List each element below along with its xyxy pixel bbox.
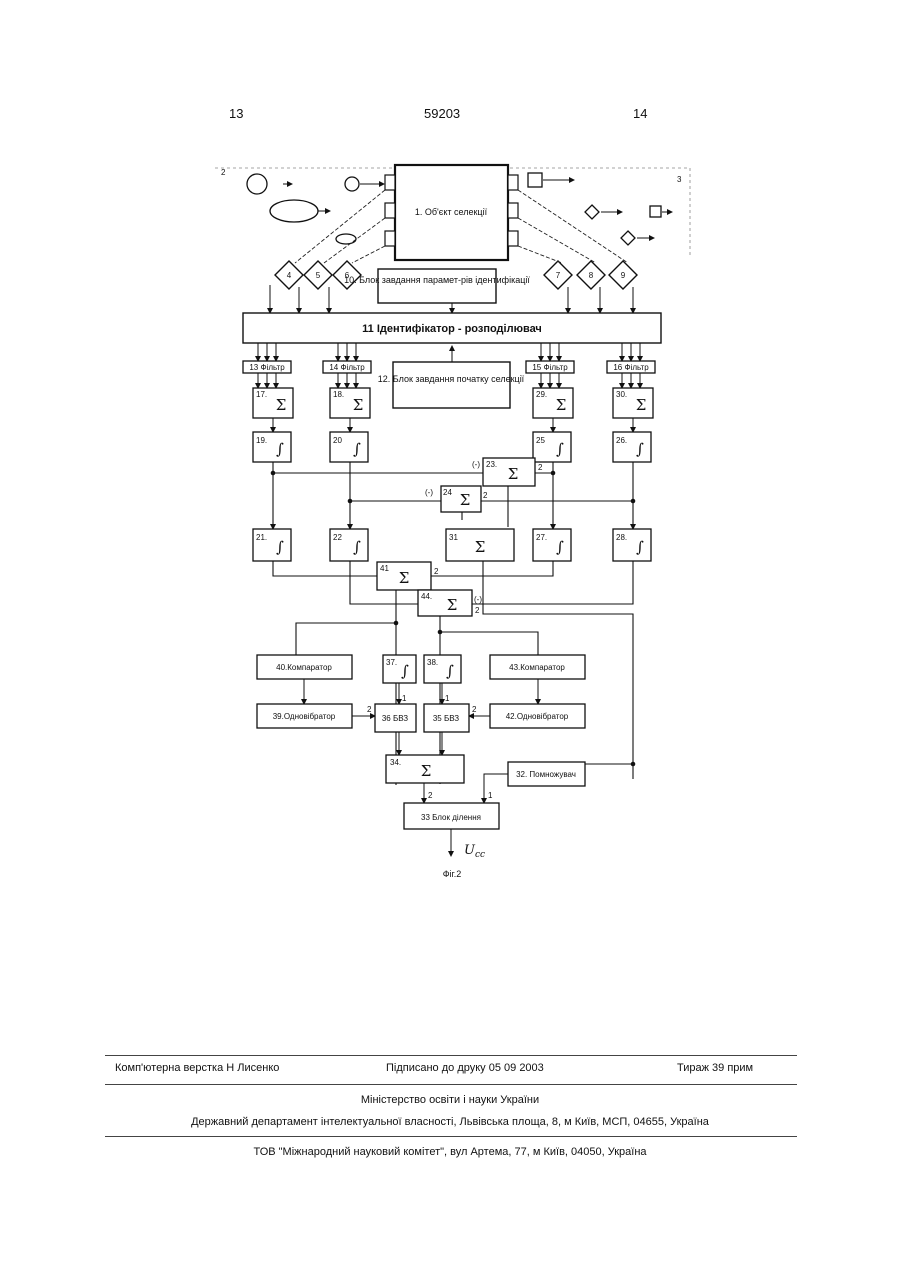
footer-company: ТОВ "Міжнародний науковий комітет", вул … — [0, 1146, 900, 1158]
footer-department: Державний департамент інтелектуальної вл… — [0, 1116, 900, 1128]
svg-text:18.: 18. — [333, 390, 344, 399]
svg-text:(-): (-) — [474, 595, 482, 604]
svg-text:Σ: Σ — [399, 569, 410, 587]
svg-text:Σ: Σ — [460, 491, 471, 509]
svg-text:2: 2 — [428, 791, 433, 800]
svg-text:33 Блок ділення: 33 Блок ділення — [421, 813, 481, 822]
block-diagram: 2 3 1. Об'єкт селекції 4 5 6 7 8 9 — [0, 0, 900, 900]
svg-text:27.: 27. — [536, 533, 547, 542]
svg-text:29.: 29. — [536, 390, 547, 399]
svg-text:4: 4 — [287, 271, 292, 280]
footer-rule-top — [105, 1055, 797, 1056]
footer-layout-credit: Комп'ютерна верстка Н Лисенко — [115, 1062, 279, 1074]
selection-start-block: 12. Блок завдання початку селекції — [378, 362, 525, 408]
svg-text:22: 22 — [333, 533, 342, 542]
svg-text:28.: 28. — [616, 533, 627, 542]
svg-text:21.: 21. — [256, 533, 267, 542]
svg-text:Σ: Σ — [353, 396, 364, 414]
svg-text:39.Одновібратор: 39.Одновібратор — [273, 712, 336, 721]
svg-text:13 Фільтр: 13 Фільтр — [249, 363, 285, 372]
multiplier-32: 32. Помножувач — [508, 762, 585, 786]
footer-print-run: Тираж 39 прим — [677, 1062, 753, 1074]
svg-text:44.: 44. — [421, 592, 432, 601]
summator-34: 34. Σ — [386, 755, 464, 783]
svg-text:∫: ∫ — [353, 440, 361, 458]
svg-text:∫: ∫ — [401, 662, 409, 680]
svg-text:2: 2 — [367, 705, 372, 714]
svg-text:Σ: Σ — [447, 596, 458, 614]
svg-text:25: 25 — [536, 436, 545, 445]
svg-text:1. Об'єкт селекції: 1. Об'єкт селекції — [415, 207, 488, 217]
svg-text:1: 1 — [402, 694, 407, 703]
identification-parameters-block: 10. Блок завдання парамет-рів ідентифіка… — [344, 269, 530, 303]
svg-text:2: 2 — [538, 463, 543, 472]
svg-text:16 Фільтр: 16 Фільтр — [613, 363, 649, 372]
identifier-distributor-block: 11 Ідентифікатор - розподілювач — [243, 313, 661, 343]
svg-text:(-): (-) — [425, 488, 433, 497]
svg-text:9: 9 — [621, 271, 626, 280]
figure-caption: Фіг.2 — [443, 869, 462, 879]
svg-text:41: 41 — [380, 564, 389, 573]
footer-ministry: Міністерство освіти і науки України — [0, 1094, 900, 1106]
svg-text:1: 1 — [445, 694, 450, 703]
footer-rule-bottom — [105, 1136, 797, 1137]
svg-text:42.Одновібратор: 42.Одновібратор — [506, 712, 569, 721]
svg-text:∫: ∫ — [556, 538, 564, 556]
svg-text:11 Ідентифікатор - розподілюва: 11 Ідентифікатор - розподілювач — [362, 323, 542, 335]
svg-text:∫: ∫ — [636, 538, 644, 556]
svg-text:Σ: Σ — [556, 396, 567, 414]
svg-text:35 БВЗ: 35 БВЗ — [433, 714, 459, 723]
svg-text:Σ: Σ — [421, 762, 432, 780]
svg-text:Σ: Σ — [636, 396, 647, 414]
svg-text:31: 31 — [449, 533, 458, 542]
selection-object-block: 1. Об'єкт селекції — [385, 165, 518, 260]
svg-text:10. Блок завдання парамет-рів: 10. Блок завдання парамет-рів ідентифіка… — [344, 275, 530, 285]
svg-text:43.Компаратор: 43.Компаратор — [509, 663, 565, 672]
svg-text:2: 2 — [434, 567, 439, 576]
footer-rule-mid — [105, 1084, 797, 1085]
footer-signed-date: Підписано до друку 05 09 2003 — [386, 1062, 544, 1074]
svg-text:30.: 30. — [616, 390, 627, 399]
svg-text:34.: 34. — [390, 758, 401, 767]
svg-text:2: 2 — [475, 606, 480, 615]
divider-33: 33 Блок ділення — [404, 803, 499, 829]
svg-text:23.: 23. — [486, 460, 497, 469]
output-voltage-label: Uсс — [464, 843, 485, 860]
svg-text:5: 5 — [316, 271, 321, 280]
svg-text:38.: 38. — [427, 658, 438, 667]
svg-text:36 БВЗ: 36 БВЗ — [382, 714, 408, 723]
svg-text:1: 1 — [488, 791, 493, 800]
svg-text:32. Помножувач: 32. Помножувач — [516, 770, 576, 779]
svg-text:Σ: Σ — [508, 465, 519, 483]
svg-text:2: 2 — [472, 705, 477, 714]
svg-text:17.: 17. — [256, 390, 267, 399]
svg-text:15 Фільтр: 15 Фільтр — [532, 363, 568, 372]
svg-text:8: 8 — [589, 271, 594, 280]
svg-text:26.: 26. — [616, 436, 627, 445]
output-label: 3 — [677, 175, 682, 184]
svg-text:∫: ∫ — [276, 538, 284, 556]
svg-text:Σ: Σ — [475, 538, 486, 556]
svg-text:24: 24 — [443, 488, 452, 497]
svg-text:∫: ∫ — [353, 538, 361, 556]
svg-text:40.Компаратор: 40.Компаратор — [276, 663, 332, 672]
svg-text:14 Фільтр: 14 Фільтр — [329, 363, 365, 372]
svg-text:37.: 37. — [386, 658, 397, 667]
svg-text:∫: ∫ — [636, 440, 644, 458]
svg-text:(-): (-) — [472, 460, 480, 469]
svg-text:∫: ∫ — [276, 440, 284, 458]
svg-text:12. Блок завдання початку селе: 12. Блок завдання початку селекції — [378, 374, 525, 384]
svg-text:∫: ∫ — [556, 440, 564, 458]
svg-text:7: 7 — [556, 271, 561, 280]
svg-text:19.: 19. — [256, 436, 267, 445]
svg-text:20: 20 — [333, 436, 342, 445]
svg-text:Σ: Σ — [276, 396, 287, 414]
svg-text:2: 2 — [483, 491, 488, 500]
input-label: 2 — [221, 168, 226, 177]
svg-text:∫: ∫ — [446, 662, 454, 680]
